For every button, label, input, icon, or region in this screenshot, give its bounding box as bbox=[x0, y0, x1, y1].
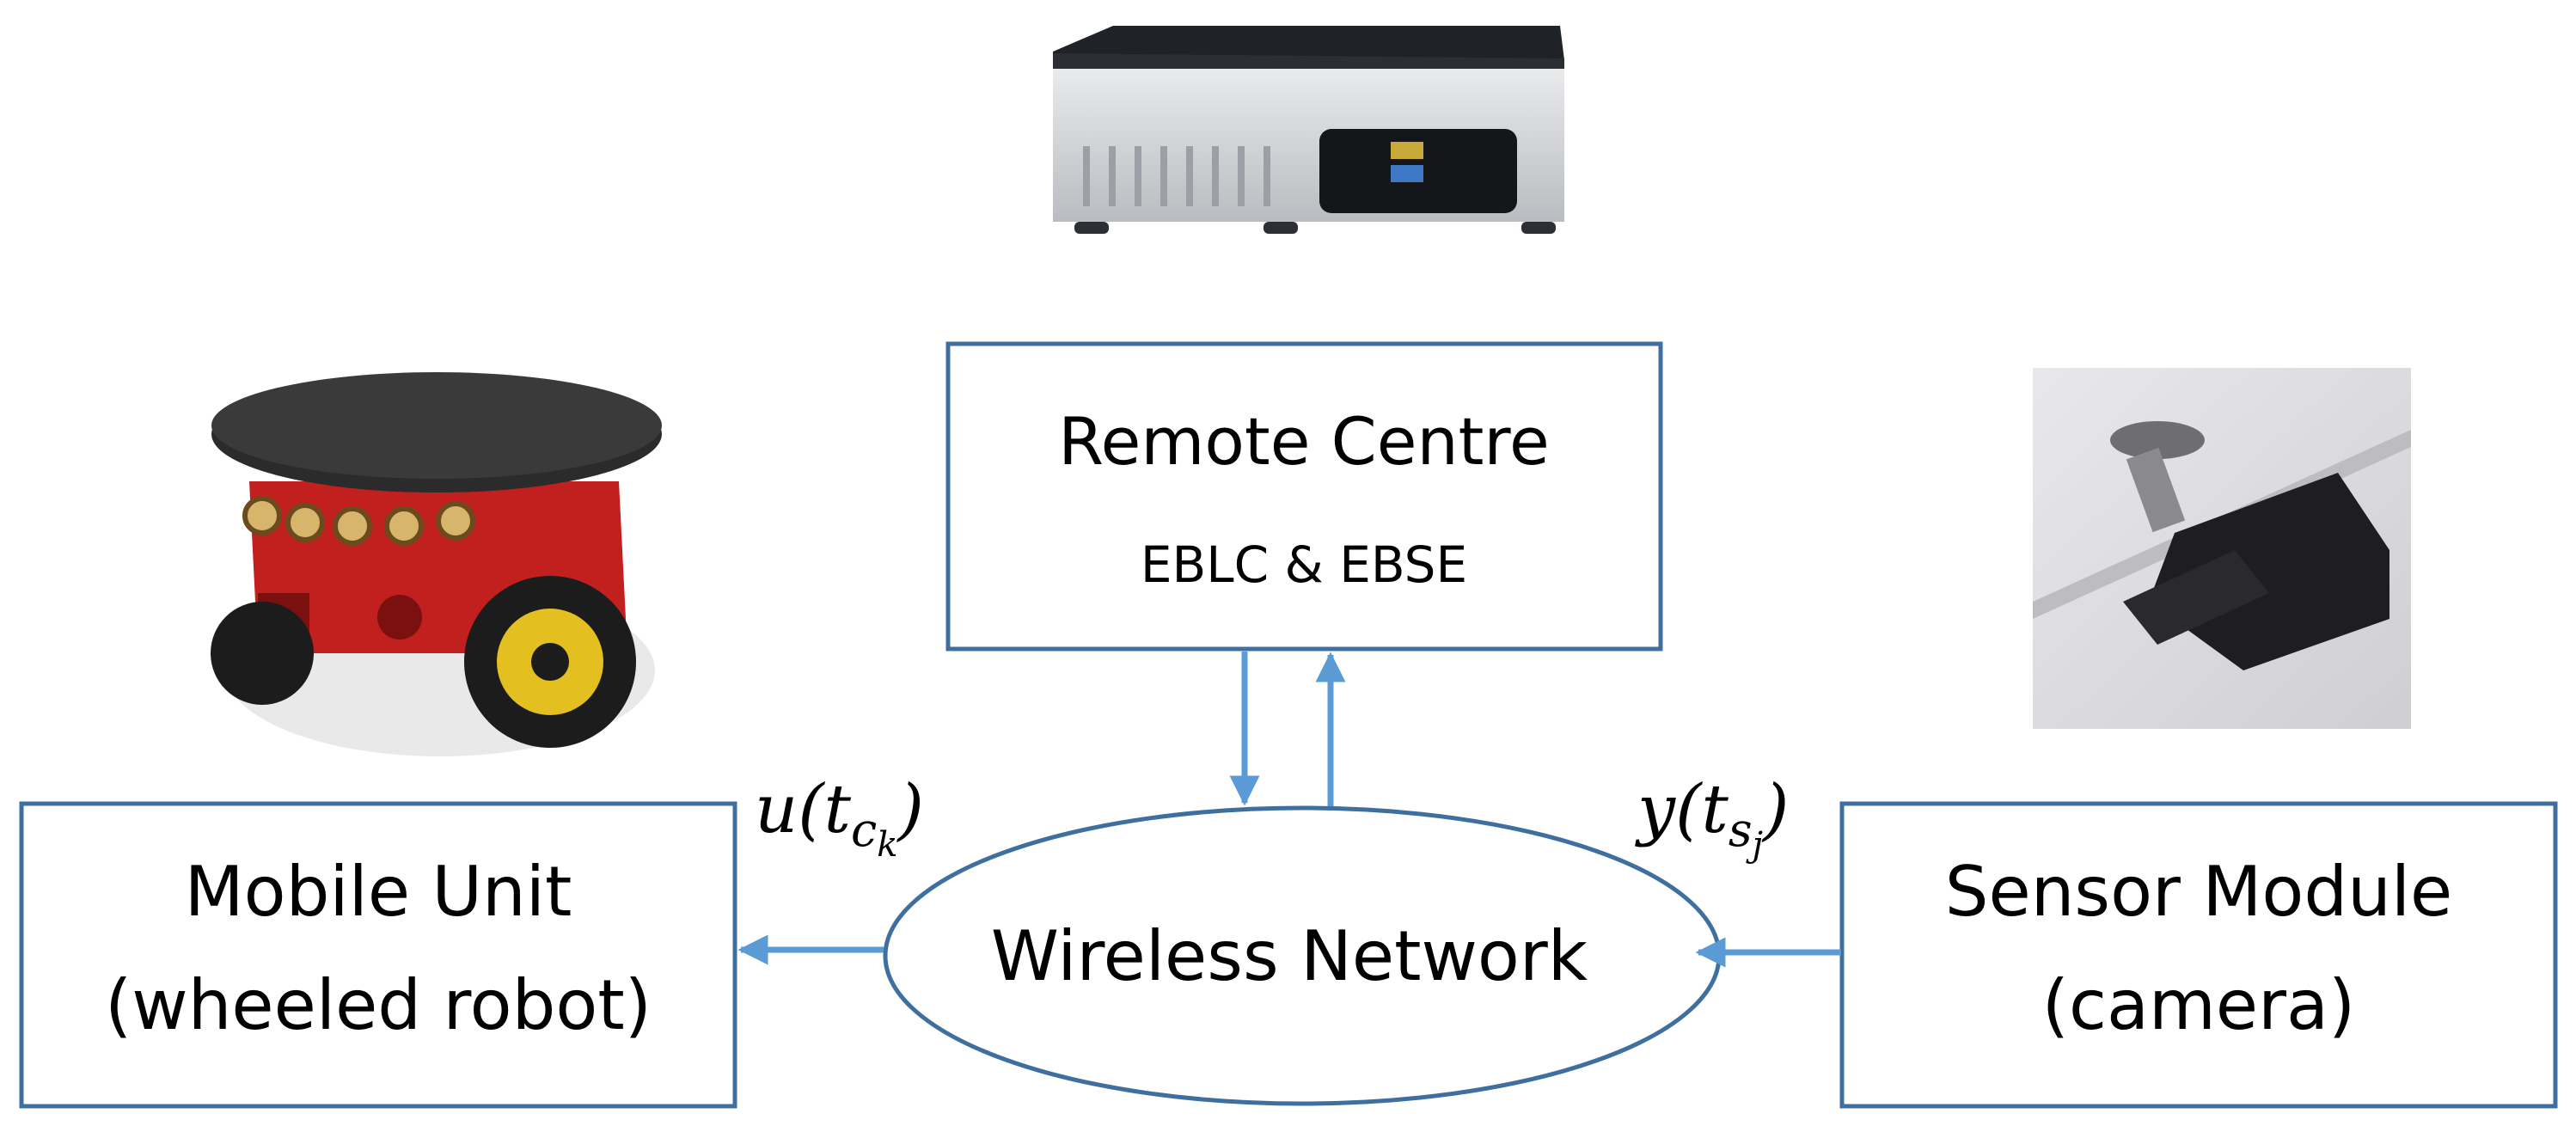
sensor-module-line1: Sensor Module bbox=[1945, 852, 2453, 932]
mobile-unit-box bbox=[19, 801, 737, 1109]
wireless-network-label: Wireless Network bbox=[991, 916, 1588, 996]
remote-centre-subtitle: EBLC & EBSE bbox=[1141, 535, 1467, 594]
sensor-module-line2: (camera) bbox=[2042, 965, 2356, 1045]
control-signal-label: u(tck) bbox=[755, 771, 924, 865]
sensor-module-box bbox=[1839, 801, 2558, 1109]
measurement-signal-label: y(tsj) bbox=[1635, 771, 1789, 865]
remote-centre-title: Remote Centre bbox=[1058, 403, 1550, 480]
ceiling-camera-icon bbox=[2033, 368, 2411, 729]
wheeled-robot-icon bbox=[211, 372, 662, 756]
mini-pc-icon bbox=[1053, 26, 1564, 234]
remote-centre-box bbox=[945, 341, 1663, 652]
mobile-unit-line2: (wheeled robot) bbox=[105, 965, 652, 1045]
mobile-unit-line1: Mobile Unit bbox=[185, 852, 572, 932]
